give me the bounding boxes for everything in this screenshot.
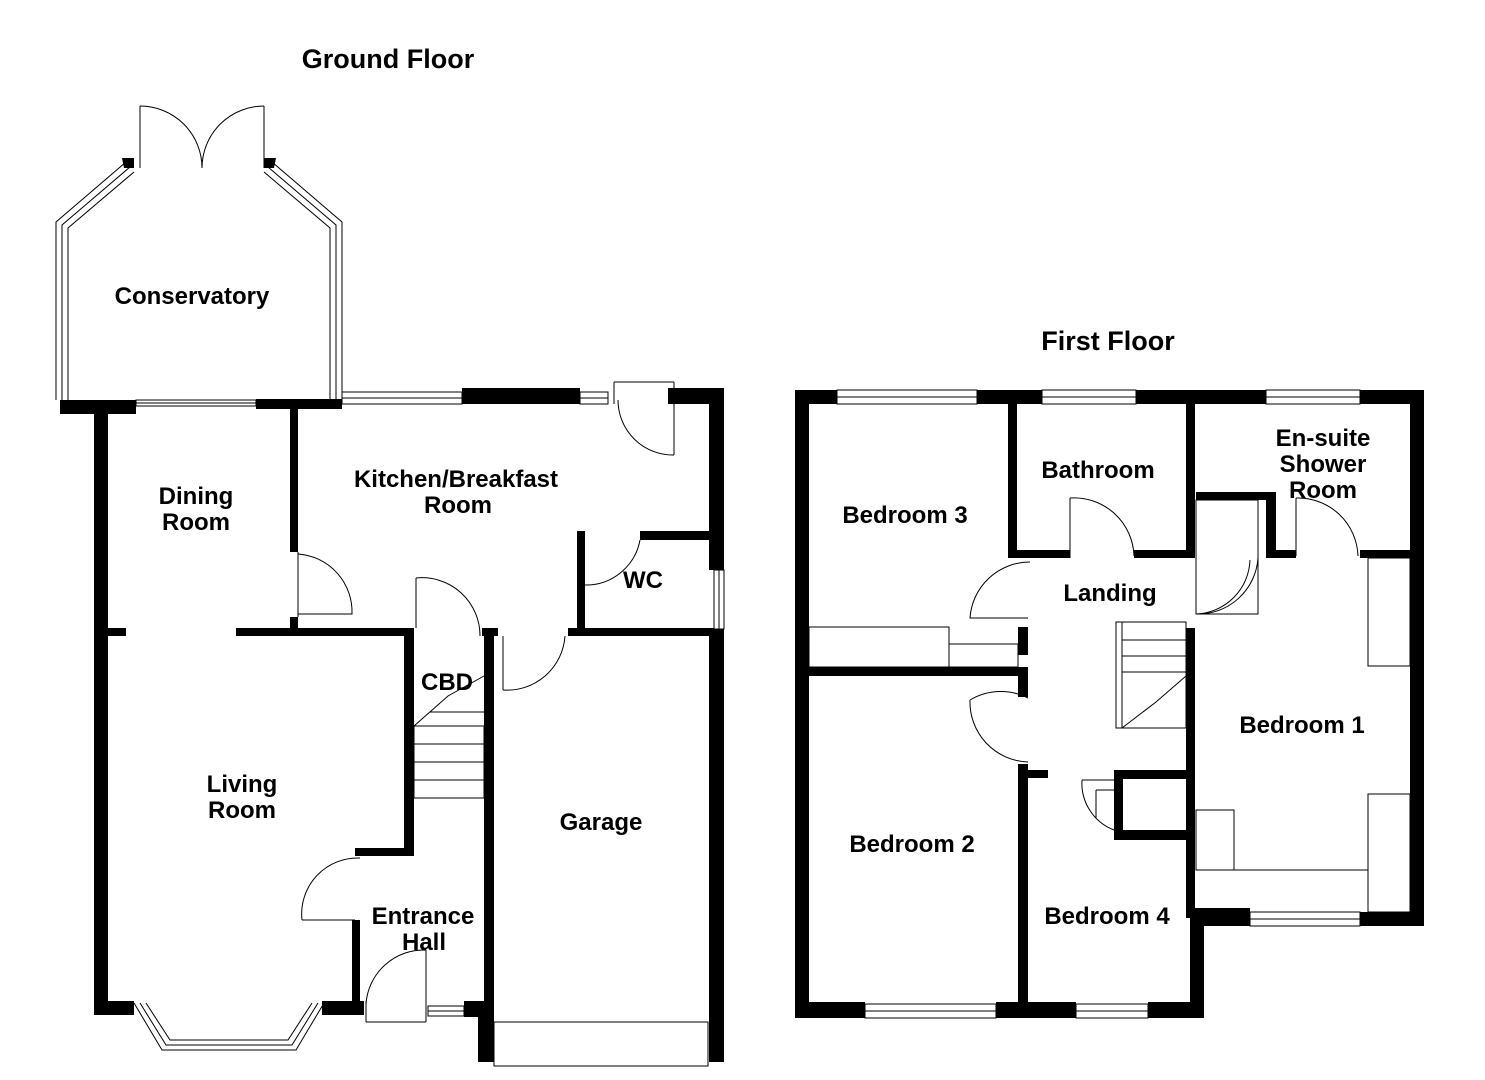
ground-floor-doors bbox=[297, 381, 675, 1023]
room-label-ensuite-line3: Room bbox=[1289, 477, 1357, 504]
room-label-ensuite-line2: Shower bbox=[1280, 451, 1367, 478]
room-label-wc: WC bbox=[623, 567, 663, 594]
room-label-bathroom: Bathroom bbox=[1041, 457, 1154, 484]
garage-door bbox=[493, 1021, 709, 1067]
first-floor-stairs bbox=[1115, 621, 1187, 729]
ground-floor-walls bbox=[60, 388, 724, 1062]
first-floor-doors bbox=[969, 497, 1359, 831]
room-label-cbd: CBD bbox=[421, 669, 473, 696]
room-label-living-line1: Living bbox=[207, 771, 278, 798]
room-label-bedroom-2: Bedroom 2 bbox=[849, 831, 974, 858]
first-floor-fittings bbox=[808, 557, 1411, 913]
living-room-bay-window bbox=[133, 1002, 325, 1051]
ground-floor-windows bbox=[135, 391, 725, 1017]
first-floor-windows bbox=[836, 389, 1361, 1019]
room-label-kitchen-line2: Room bbox=[424, 492, 492, 519]
room-label-bedroom-4: Bedroom 4 bbox=[1044, 903, 1170, 930]
room-label-landing: Landing bbox=[1063, 580, 1156, 607]
room-label-hall-line2: Hall bbox=[402, 929, 446, 956]
room-label-ensuite-line1: En-suite bbox=[1276, 425, 1371, 452]
room-label-bedroom-3: Bedroom 3 bbox=[842, 502, 967, 529]
room-label-hall-line1: Entrance bbox=[372, 903, 475, 930]
ground-floor-stairs bbox=[413, 675, 485, 799]
conservatory-frame bbox=[55, 105, 343, 400]
room-label-dining-line2: Room bbox=[162, 509, 230, 536]
first-floor-title: First Floor bbox=[1041, 326, 1175, 356]
first-floor-walls bbox=[795, 390, 1424, 1018]
ground-floor-title: Ground Floor bbox=[302, 44, 475, 74]
room-label-conservatory: Conservatory bbox=[115, 283, 270, 310]
room-label-living-line2: Room bbox=[208, 797, 276, 824]
room-label-bedroom-1: Bedroom 1 bbox=[1239, 712, 1364, 739]
room-label-garage: Garage bbox=[560, 809, 643, 836]
first-floor-plan bbox=[795, 389, 1424, 1019]
room-label-kitchen-line1: Kitchen/Breakfast bbox=[354, 466, 558, 493]
room-label-dining-line1: Dining bbox=[159, 483, 234, 510]
ground-floor-plan bbox=[55, 105, 725, 1067]
